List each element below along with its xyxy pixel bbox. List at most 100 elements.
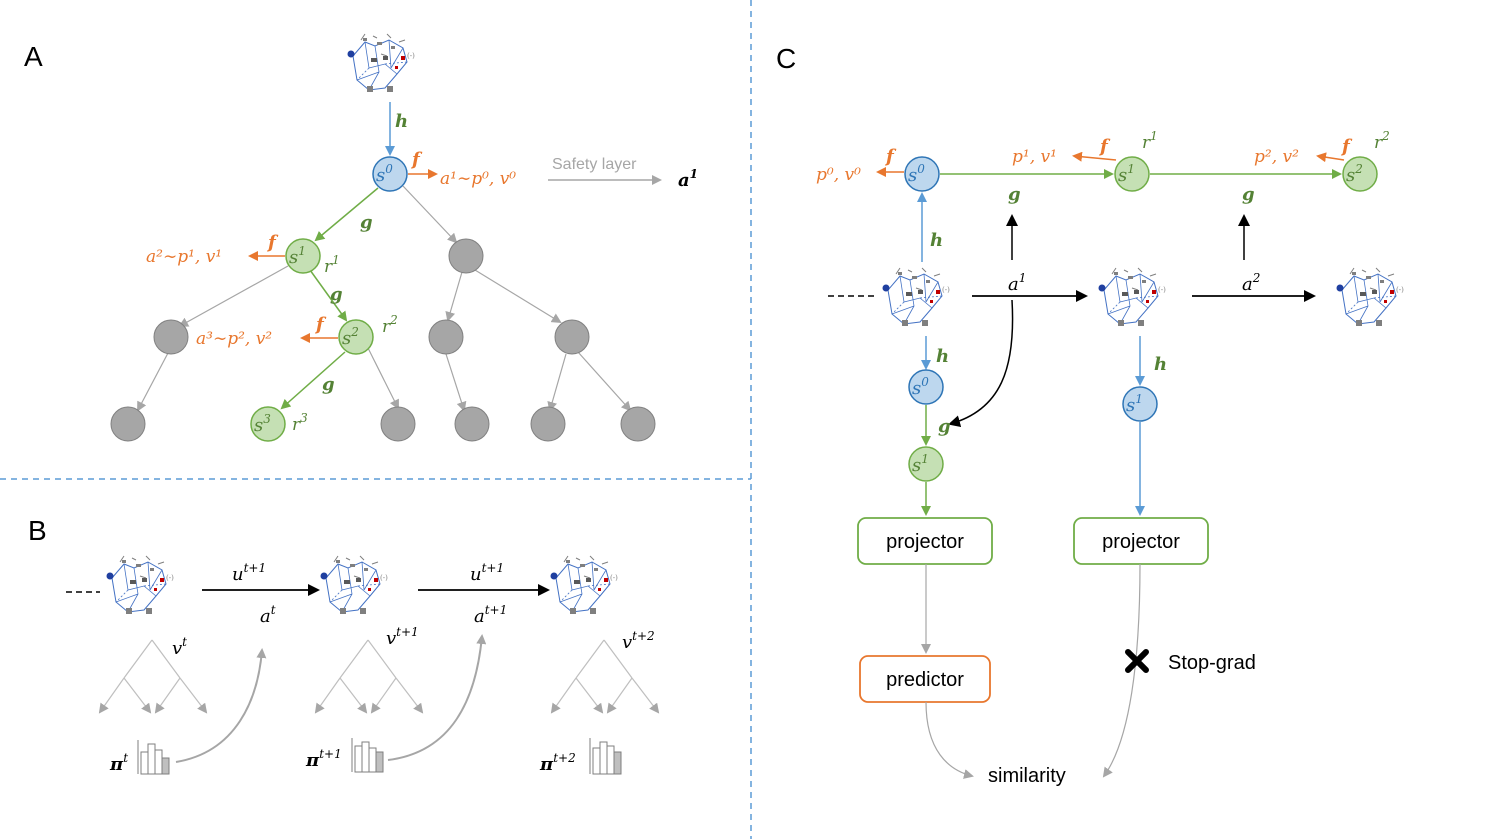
grey-node <box>554 319 590 355</box>
node-s3 <box>250 406 286 442</box>
svg-text:s1: s1 <box>912 452 929 476</box>
g-arrow-s0-s1 <box>314 187 379 242</box>
edge-r-l <box>445 271 463 322</box>
f-label-s0: f <box>410 149 423 170</box>
edge-s0-right <box>402 185 458 244</box>
p0v0-label: p⁰, v⁰ <box>816 165 861 185</box>
node-c-s2-top <box>1342 156 1378 192</box>
r1-label: r1 <box>324 253 340 277</box>
node-s2 <box>338 319 374 355</box>
g-label-c-top1: g <box>1008 184 1021 205</box>
panel-label-c: C <box>776 43 796 74</box>
mini-tree <box>98 639 208 714</box>
predictor-label: predictor <box>886 669 964 691</box>
grid-state-icon <box>103 549 175 623</box>
grey-node <box>454 406 490 442</box>
p2v2-label: p², v² <box>1254 147 1299 167</box>
u-label-2: ut+1 <box>470 561 504 585</box>
projector-label-right: projector <box>1102 531 1180 553</box>
histogram-icon <box>589 738 622 775</box>
similarity-label: similarity <box>988 765 1066 787</box>
h-label: h <box>395 111 408 132</box>
f-label-s2: f <box>314 314 327 335</box>
edge-s1-left <box>178 265 289 327</box>
mini-tree <box>314 639 424 714</box>
h-label-up: h <box>930 230 943 251</box>
predictor-box <box>859 655 991 703</box>
edge-rr-left <box>547 353 567 412</box>
grid-state-icon <box>547 549 619 623</box>
g-label-3: g <box>322 374 335 395</box>
g-arrow-s1-s2 <box>309 269 348 322</box>
policy-to-action-arrow-1 <box>175 648 267 763</box>
a1-to-g-curve <box>948 299 1014 428</box>
svg-text:s0: s0 <box>908 162 925 186</box>
a-t-label: at <box>260 603 276 627</box>
h-label-right: h <box>1154 354 1167 375</box>
f-arrow-c1 <box>1072 151 1117 162</box>
svg-text:s1: s1 <box>1126 392 1143 416</box>
v-t1-label: vt+1 <box>386 625 419 649</box>
v-t-label: vt <box>172 635 187 659</box>
policy-to-action-arrow-2 <box>387 634 487 761</box>
node-c-s0-top <box>904 156 940 192</box>
r2-label: r2 <box>382 313 398 337</box>
grid-state-icon <box>879 261 951 335</box>
f-label-c1: f <box>1098 136 1111 157</box>
svg-text:s1: s1 <box>1118 162 1135 186</box>
grey-node <box>448 238 484 274</box>
node-c-s1-top <box>1114 156 1150 192</box>
f-arrow-c2 <box>1316 152 1345 163</box>
grid-state-icon <box>1095 261 1167 335</box>
pi-t-label: πt <box>109 751 128 775</box>
panel-label-b: B <box>28 515 47 546</box>
node-s0 <box>372 156 408 192</box>
edge-r-r <box>474 269 562 324</box>
grid-state-icon <box>344 27 416 101</box>
panel-label-a: A <box>24 41 43 72</box>
pi-t2-label: πt+2 <box>539 751 576 775</box>
grey-node <box>428 319 464 355</box>
f-label-s1: f <box>266 232 279 253</box>
node-s1 <box>285 238 321 274</box>
stop-grad-label: Stop-grad <box>1168 652 1256 674</box>
g-label-1: g <box>360 212 373 233</box>
grey-node <box>153 319 189 355</box>
grey-node <box>530 406 566 442</box>
a2-expr: a²∼p¹, v¹ <box>146 247 222 267</box>
panel-a: h s0 f a¹∼p⁰, v⁰ Safety layer a1 g g <box>110 27 698 442</box>
a1-out: a1 <box>678 167 698 191</box>
a2-label-c: a2 <box>1242 271 1260 295</box>
f-label-c2: f <box>1340 136 1353 157</box>
v-t2-label: vt+2 <box>622 629 655 653</box>
stop-grad-icon <box>1125 649 1149 673</box>
r3-label: r3 <box>292 411 308 435</box>
svg-text:s1: s1 <box>289 244 306 268</box>
f-label-c0: f <box>884 146 897 167</box>
projector-box-right <box>1073 517 1209 565</box>
h-label-left: h <box>936 346 949 367</box>
mini-tree <box>550 639 660 714</box>
edge-s2-right <box>367 347 399 410</box>
node-c-s1-right <box>1122 386 1158 422</box>
a1-expr: a¹∼p⁰, v⁰ <box>440 169 516 189</box>
g-label-2: g <box>330 284 343 305</box>
edge-left-leaf <box>137 352 169 412</box>
pi-t1-label: πt+1 <box>305 747 342 771</box>
grey-node <box>380 406 416 442</box>
edge-rr-right <box>577 351 632 412</box>
projector-box-left <box>857 517 993 565</box>
svg-text:s0: s0 <box>912 375 929 399</box>
a3-expr: a³∼p², v² <box>196 329 272 349</box>
p1v1-label: p¹, v¹ <box>1012 147 1057 167</box>
grid-state-icon <box>317 549 389 623</box>
projector-to-similarity-arrow <box>1102 563 1141 778</box>
r1-label-c: r1 <box>1142 129 1158 153</box>
panel-c: p⁰, v⁰ f s0 g p¹, v¹ f r1 s1 g p², v² f … <box>816 129 1405 787</box>
node-c-s0-left <box>908 369 944 405</box>
a1-label-c: a1 <box>1008 271 1026 295</box>
node-c-s1-left <box>908 446 944 482</box>
edge-rl-leaf <box>445 353 467 412</box>
grid-state-icon <box>1333 261 1405 335</box>
